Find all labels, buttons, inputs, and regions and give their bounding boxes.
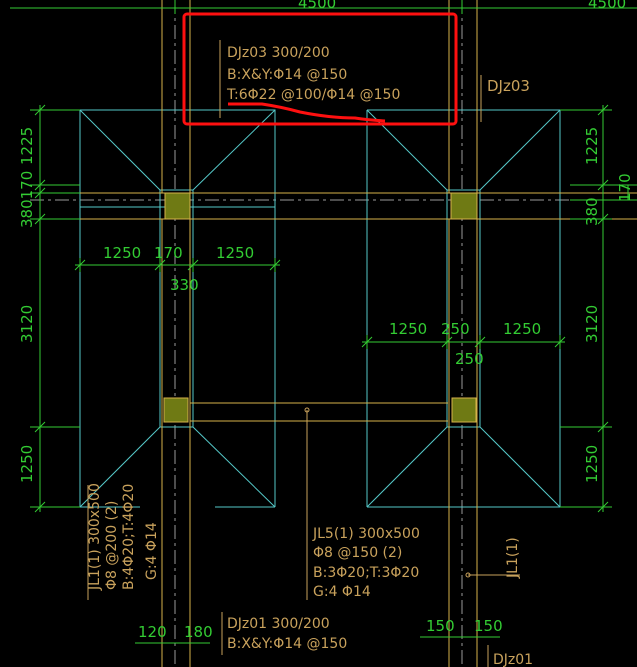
right-dim-1250: 1250	[583, 445, 601, 483]
top-dim-right: 4500	[588, 0, 626, 12]
left-dim-1225: 1225	[18, 127, 36, 165]
footing-right	[366, 109, 561, 508]
left-footing-dim-b: 170	[154, 244, 183, 262]
right-dim-3120: 3120	[583, 305, 601, 343]
left-footing-dim-a: 1250	[103, 244, 141, 262]
highlight-underline	[228, 102, 386, 123]
djz01-right-label: DJz01	[493, 652, 533, 667]
callout-line-3: T:6Φ22 @100/Φ14 @150	[226, 87, 400, 103]
jl1-left-line-4: G:4 Φ14	[144, 522, 160, 580]
jl5-line-1: JL5(1) 300x500	[312, 526, 420, 542]
top-dimension-texts: 4500 4500	[298, 0, 626, 12]
jl1-left-line-1: JL1(1) 300x500	[87, 483, 103, 591]
jl1-right-label: JL1(1)	[505, 537, 521, 579]
right-footing-dim-d: 250	[455, 350, 484, 368]
left-dim-3120: 3120	[18, 305, 36, 343]
bottom-dim-180: 180	[184, 623, 213, 641]
djz01-line-2: B:X&Y:Φ14 @150	[227, 636, 347, 652]
jl5-line-3: B:3Φ20;T:3Φ20	[313, 565, 419, 581]
bottom-dim-150-b: 150	[474, 617, 503, 635]
label-djz03-right: DJz03	[487, 77, 530, 95]
right-footing-dimension-texts: 1250 250 1250 250	[389, 320, 541, 368]
callout-djz03: DJz03 300/200 B:X&Y:Φ14 @150 T:6Φ22 @100…	[226, 45, 400, 103]
column-top-right	[450, 192, 478, 220]
columns	[163, 192, 478, 423]
jl1-left-line-2: Φ8 @200 (2)	[104, 501, 120, 590]
column-bottom-right	[451, 397, 477, 423]
right-dim-170: 170	[616, 173, 634, 202]
column-bottom-left	[163, 397, 189, 423]
callout-line-2: B:X&Y:Φ14 @150	[227, 67, 347, 83]
top-dim-left: 4500	[298, 0, 336, 12]
right-footing-dim-b: 250	[441, 320, 470, 338]
left-dim-380170: 380170	[18, 171, 36, 228]
leader-lines	[87, 40, 520, 667]
right-dim-380: 380	[583, 197, 601, 226]
dimension-lines	[10, 0, 637, 644]
djz01-line-1: DJz01 300/200	[227, 616, 330, 632]
footing-left	[79, 109, 276, 508]
right-dimension-texts: 1225 170 380 3120 1250	[583, 127, 634, 483]
jl1-left-label: JL1(1) 300x500 Φ8 @200 (2) B:4Φ20;T:4Φ20…	[87, 483, 160, 591]
jl5-line-2: Φ8 @150 (2)	[313, 545, 402, 561]
column-top-left	[164, 192, 191, 220]
axis-lines	[30, 0, 637, 667]
jl5-label: JL5(1) 300x500 Φ8 @150 (2) B:3Φ20;T:3Φ20…	[312, 526, 420, 600]
bottom-dim-120: 120	[138, 623, 167, 641]
bottom-dim-150-a: 150	[426, 617, 455, 635]
bottom-dimension-texts: 120 180 150 150	[138, 617, 503, 641]
beams	[30, 0, 637, 667]
markers	[304, 407, 471, 578]
djz01-label: DJz01 300/200 B:X&Y:Φ14 @150	[227, 616, 347, 652]
left-footing-dimension-texts: 1250 170 1250 330	[103, 244, 254, 294]
left-dimension-texts: 1225 380170 3120 1250	[18, 127, 36, 483]
left-dim-1250: 1250	[18, 445, 36, 483]
right-footing-dim-c: 1250	[503, 320, 541, 338]
highlight-box	[182, 12, 458, 126]
left-footing-dim-c: 1250	[216, 244, 254, 262]
jl1-left-line-3: B:4Φ20;T:4Φ20	[121, 484, 137, 590]
jl5-line-4: G:4 Φ14	[313, 584, 371, 600]
right-dim-1225: 1225	[583, 127, 601, 165]
right-footing-dim-a: 1250	[389, 320, 427, 338]
left-footing-dim-d: 330	[170, 276, 199, 294]
callout-line-1: DJz03 300/200	[227, 45, 330, 61]
